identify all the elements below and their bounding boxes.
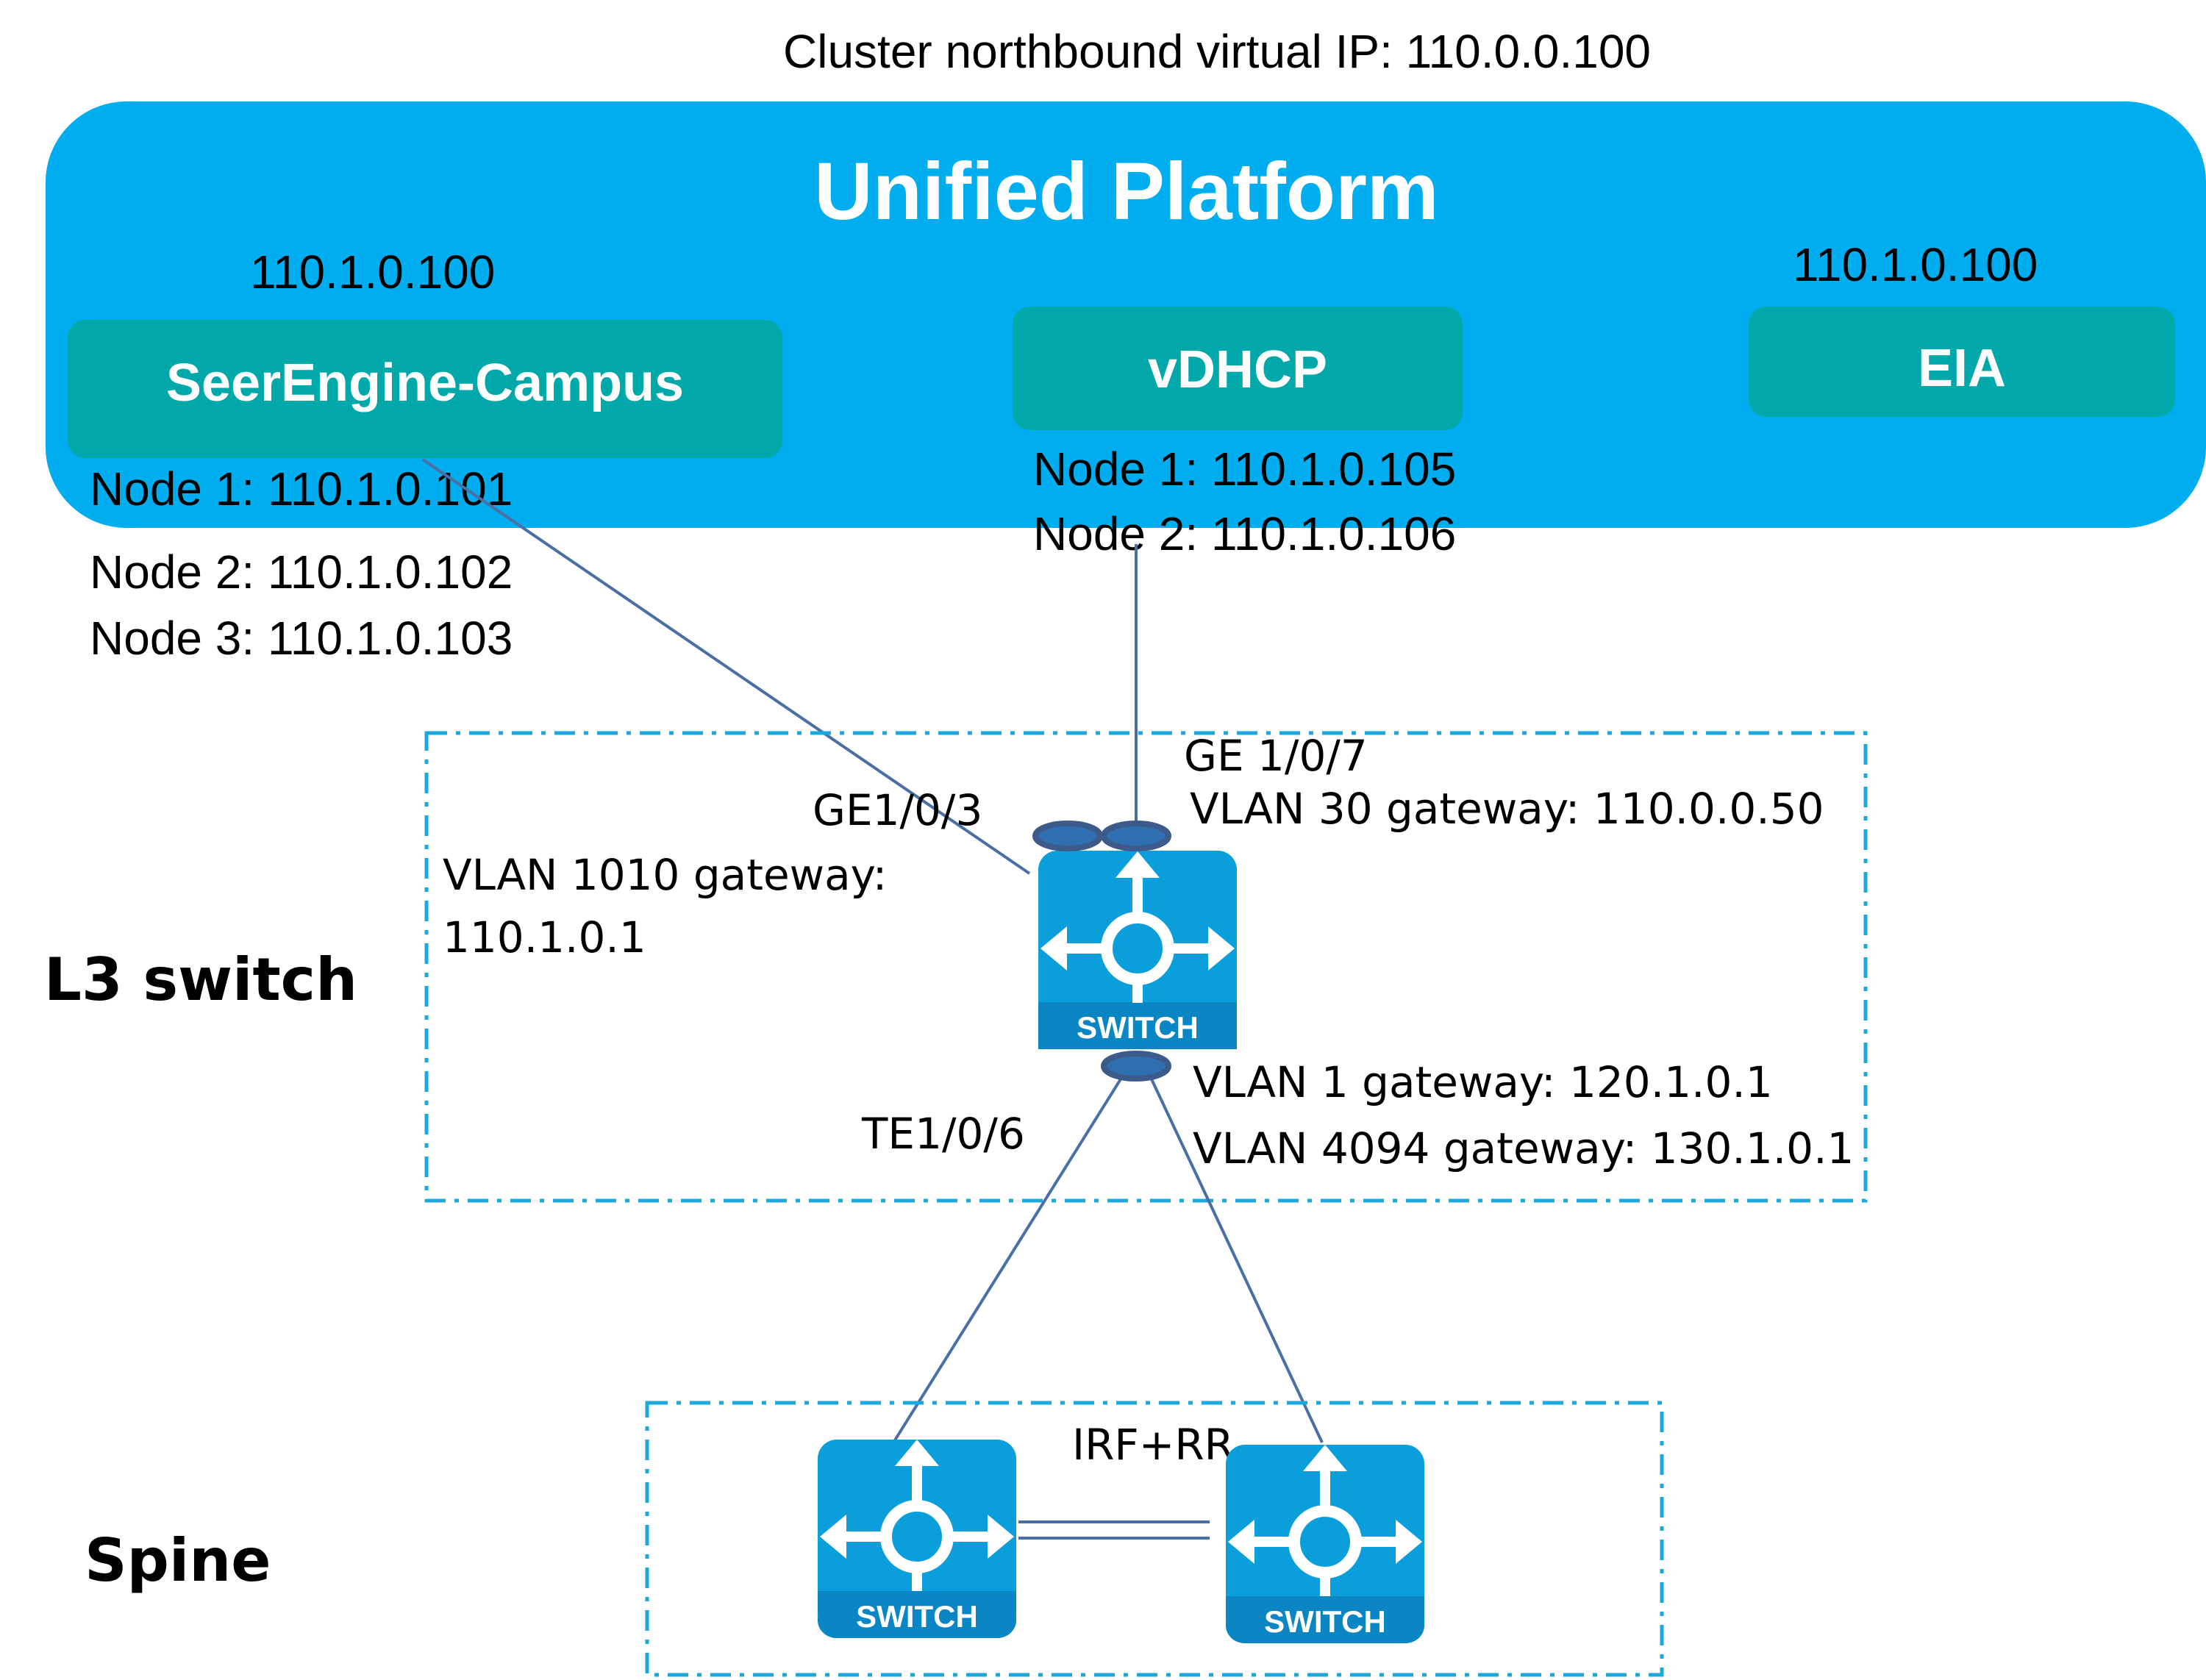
port-ge1-0-3-connector (1032, 821, 1103, 851)
vlan1-gateway-label: VLAN 1 gateway: 120.1.0.1 (1193, 1057, 1773, 1107)
spine-switch-1: SWITCH (818, 1440, 1016, 1638)
unified-platform-title: Unified Platform (814, 146, 1439, 237)
vdhcp-label: vDHCP (1148, 340, 1327, 399)
link-seerengine-to-l3-switch (421, 458, 1031, 875)
l3-switch-boundary (424, 731, 1868, 1203)
l3-switch-device: SWITCH (1038, 851, 1237, 1049)
cluster-vip-label: Cluster northbound virtual IP: 110.0.0.1… (783, 25, 1651, 78)
seerengine-campus-label: SeerEngine-Campus (166, 354, 684, 412)
eia-label: EIA (1918, 339, 2006, 398)
seerengine-ip: 110.1.0.100 (250, 246, 495, 299)
eia-ip: 110.1.0.100 (1793, 238, 2038, 291)
irf-rr-label: IRF+RR (1072, 1420, 1234, 1470)
link-l3-to-spine-2 (1146, 1069, 1324, 1443)
seerengine-node-1: Node 1: 110.1.0.101 (90, 462, 513, 515)
l3-switch-section-label: L3 switch (44, 946, 357, 1014)
spine-boundary (645, 1401, 1664, 1677)
vdhcp-node-1: Node 1: 110.1.0.105 (1033, 443, 1456, 496)
spine-switch-2-label: SWITCH (1264, 1604, 1386, 1639)
port-ge1-0-7-label: GE 1/0/7 (1184, 731, 1368, 781)
vdhcp-module (1013, 307, 1463, 430)
spine-switch-2: SWITCH (1226, 1445, 1424, 1643)
link-l3-to-spine-1 (892, 1068, 1128, 1444)
port-ge1-0-3-label: GE1/0/3 (813, 785, 982, 835)
spine-switch-1-label: SWITCH (856, 1599, 978, 1634)
vlan1010-gateway-label: VLAN 1010 gateway: (443, 850, 887, 900)
port-te1-0-6-connector (1101, 1051, 1171, 1082)
seerengine-node-3: Node 3: 110.1.0.103 (90, 612, 513, 665)
vlan4094-gateway-label: VLAN 4094 gateway: 130.1.0.1 (1193, 1123, 1854, 1173)
seerengine-node-2: Node 2: 110.1.0.102 (90, 546, 513, 598)
spine-section-label: Spine (85, 1526, 271, 1595)
vlan30-gateway-label: VLAN 30 gateway: 110.0.0.50 (1190, 784, 1824, 834)
vlan1010-gateway-ip: 110.1.0.1 (443, 912, 646, 962)
seerengine-campus-module (68, 320, 782, 458)
port-te1-0-6-label: TE1/0/6 (861, 1109, 1025, 1159)
eia-module (1749, 307, 2175, 417)
l3-switch-label: SWITCH (1077, 1010, 1199, 1045)
vdhcp-node-2: Node 2: 110.1.0.106 (1033, 507, 1456, 560)
port-ge1-0-7-connector (1101, 821, 1171, 851)
